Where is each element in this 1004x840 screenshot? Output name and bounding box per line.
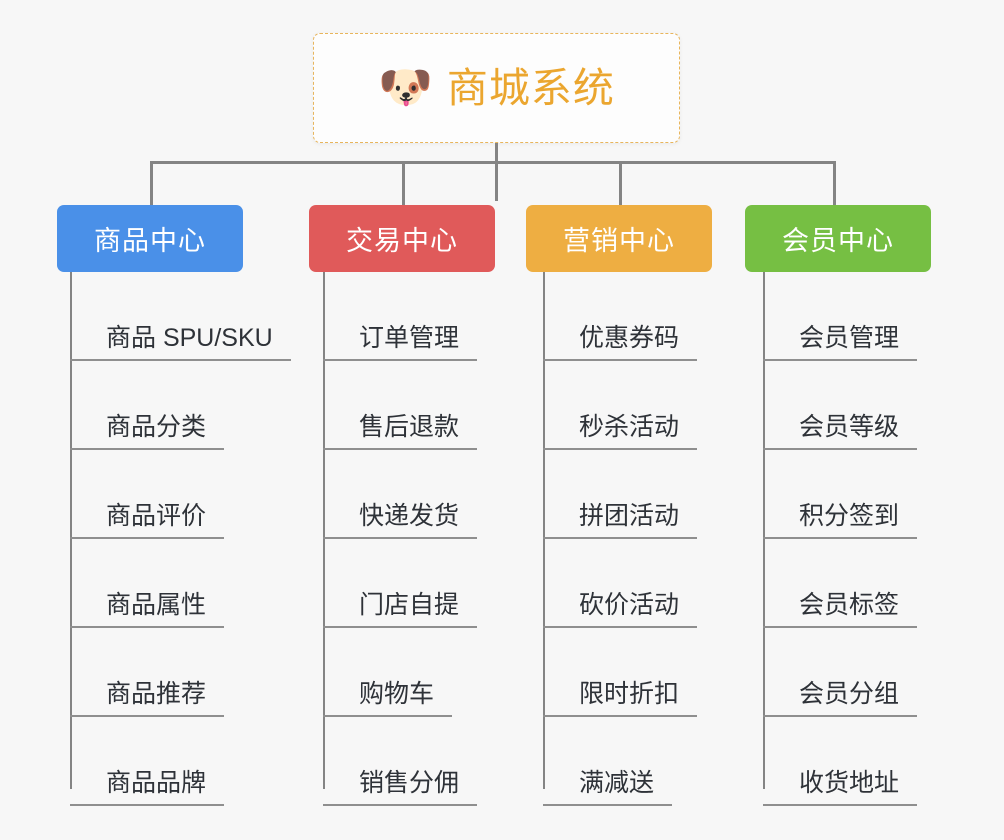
- root-node[interactable]: 🐶 商城系统: [313, 33, 680, 143]
- leaf-item-label: 门店自提: [323, 591, 478, 628]
- leaf-item[interactable]: 积分签到: [763, 450, 918, 539]
- leaf-item[interactable]: 收货地址: [763, 717, 918, 806]
- leaf-item[interactable]: 快递发货: [323, 450, 478, 539]
- leaf-item-label: 会员等级: [763, 413, 918, 450]
- dog-face-icon: 🐶: [378, 63, 433, 112]
- category-label: 商品中心: [94, 226, 206, 256]
- leaf-item[interactable]: 满减送: [543, 717, 673, 806]
- leaf-item-label: 订单管理: [323, 324, 478, 361]
- category-label: 营销中心: [563, 226, 675, 256]
- leaf-item[interactable]: 门店自提: [323, 539, 478, 628]
- leaf-item-label: 商品推荐: [70, 680, 225, 717]
- leaf-spine: [70, 272, 72, 789]
- connector-branch-marketing-center: [619, 161, 622, 205]
- leaf-spine: [543, 272, 545, 789]
- leaf-item[interactable]: 商品属性: [70, 539, 225, 628]
- leaf-item-label: 拼团活动: [543, 502, 698, 539]
- leaf-item-label: 砍价活动: [543, 591, 698, 628]
- leaf-item[interactable]: 拼团活动: [543, 450, 698, 539]
- leaf-item-label: 秒杀活动: [543, 413, 698, 450]
- leaf-item-label: 收货地址: [763, 769, 918, 806]
- leaf-item-label: 优惠券码: [543, 324, 698, 361]
- leaf-item[interactable]: 会员等级: [763, 361, 918, 450]
- leaf-item-label: 商品 SPU/SKU: [70, 324, 291, 361]
- root-node-title: 商城系统: [446, 64, 615, 111]
- leaf-item-label: 限时折扣: [543, 680, 698, 717]
- connector-branch-trade-center: [402, 161, 405, 205]
- leaf-item[interactable]: 商品推荐: [70, 628, 225, 717]
- category-label: 交易中心: [346, 226, 458, 256]
- connector-horizontal-bus: [150, 161, 836, 164]
- leaf-item[interactable]: 销售分佣: [323, 717, 478, 806]
- leaf-item-label: 会员管理: [763, 324, 918, 361]
- leaf-item-label: 会员分组: [763, 680, 918, 717]
- leaf-item[interactable]: 限时折扣: [543, 628, 698, 717]
- leaf-spine: [323, 272, 325, 789]
- leaf-item[interactable]: 会员管理: [763, 272, 918, 361]
- leaf-item-label: 购物车: [323, 680, 453, 717]
- leaf-item[interactable]: 订单管理: [323, 272, 478, 361]
- leaf-item-label: 商品分类: [70, 413, 225, 450]
- leaf-item[interactable]: 优惠券码: [543, 272, 698, 361]
- leaf-item[interactable]: 售后退款: [323, 361, 478, 450]
- leaf-item-label: 销售分佣: [323, 769, 478, 806]
- leaf-item[interactable]: 商品 SPU/SKU: [70, 272, 291, 361]
- leaf-item[interactable]: 商品评价: [70, 450, 225, 539]
- leaf-item-label: 售后退款: [323, 413, 478, 450]
- leaf-item-label: 快递发货: [323, 502, 478, 539]
- connector-root-stem: [495, 143, 498, 201]
- category-box-product-center[interactable]: 商品中心: [57, 205, 243, 272]
- leaf-item[interactable]: 商品分类: [70, 361, 225, 450]
- leaf-item[interactable]: 会员分组: [763, 628, 918, 717]
- connector-branch-product-center: [150, 161, 153, 205]
- leaf-item-label: 商品评价: [70, 502, 225, 539]
- leaf-item-label: 商品品牌: [70, 769, 225, 806]
- leaf-item-label: 商品属性: [70, 591, 225, 628]
- category-box-trade-center[interactable]: 交易中心: [309, 205, 495, 272]
- leaf-spine: [763, 272, 765, 789]
- connector-branch-member-center: [833, 161, 836, 205]
- leaf-item-label: 满减送: [543, 769, 673, 806]
- leaf-item-label: 会员标签: [763, 591, 918, 628]
- leaf-item[interactable]: 会员标签: [763, 539, 918, 628]
- leaf-item-label: 积分签到: [763, 502, 918, 539]
- leaf-item[interactable]: 商品品牌: [70, 717, 225, 806]
- leaf-item[interactable]: 购物车: [323, 628, 453, 717]
- category-label: 会员中心: [782, 226, 894, 256]
- category-box-member-center[interactable]: 会员中心: [745, 205, 931, 272]
- leaf-item[interactable]: 砍价活动: [543, 539, 698, 628]
- leaf-item[interactable]: 秒杀活动: [543, 361, 698, 450]
- category-box-marketing-center[interactable]: 营销中心: [526, 205, 712, 272]
